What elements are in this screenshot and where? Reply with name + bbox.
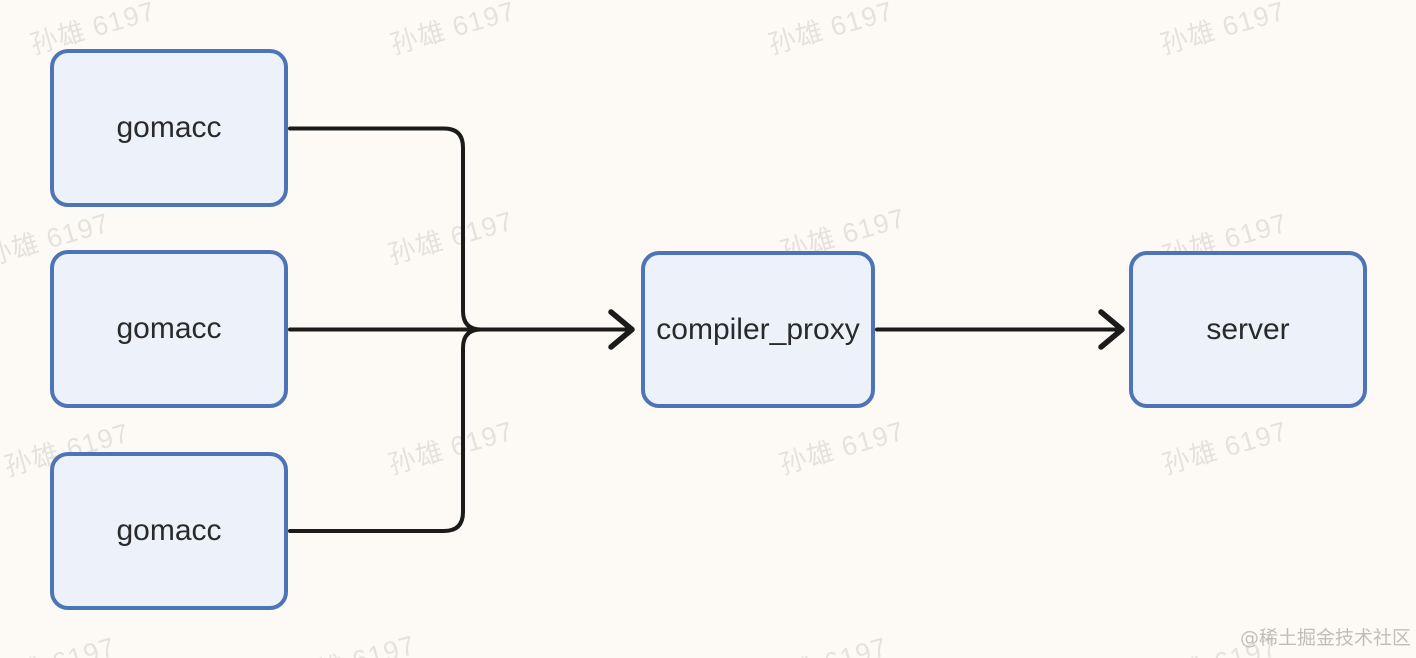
node-label: gomacc [116,111,222,144]
node-gomacc-1: gomacc [50,49,288,207]
node-gomacc-3: gomacc [50,452,288,610]
node-gomacc-2: gomacc [50,250,288,408]
node-label: gomacc [116,514,222,547]
arrowhead-server [1098,309,1125,350]
edge-gomacc3-to-compiler-proxy [288,327,483,533]
node-label: gomacc [116,312,222,345]
node-label: server [1206,312,1290,346]
community-credit-watermark: @稀土掘金技术社区 [1239,627,1411,649]
node-compiler-proxy: compiler_proxy [641,251,875,408]
edge-gomacc1-to-compiler-proxy [288,126,483,332]
node-label: compiler_proxy [656,312,860,346]
arrowhead-compiler-proxy [608,309,635,350]
node-server: server [1129,251,1367,408]
